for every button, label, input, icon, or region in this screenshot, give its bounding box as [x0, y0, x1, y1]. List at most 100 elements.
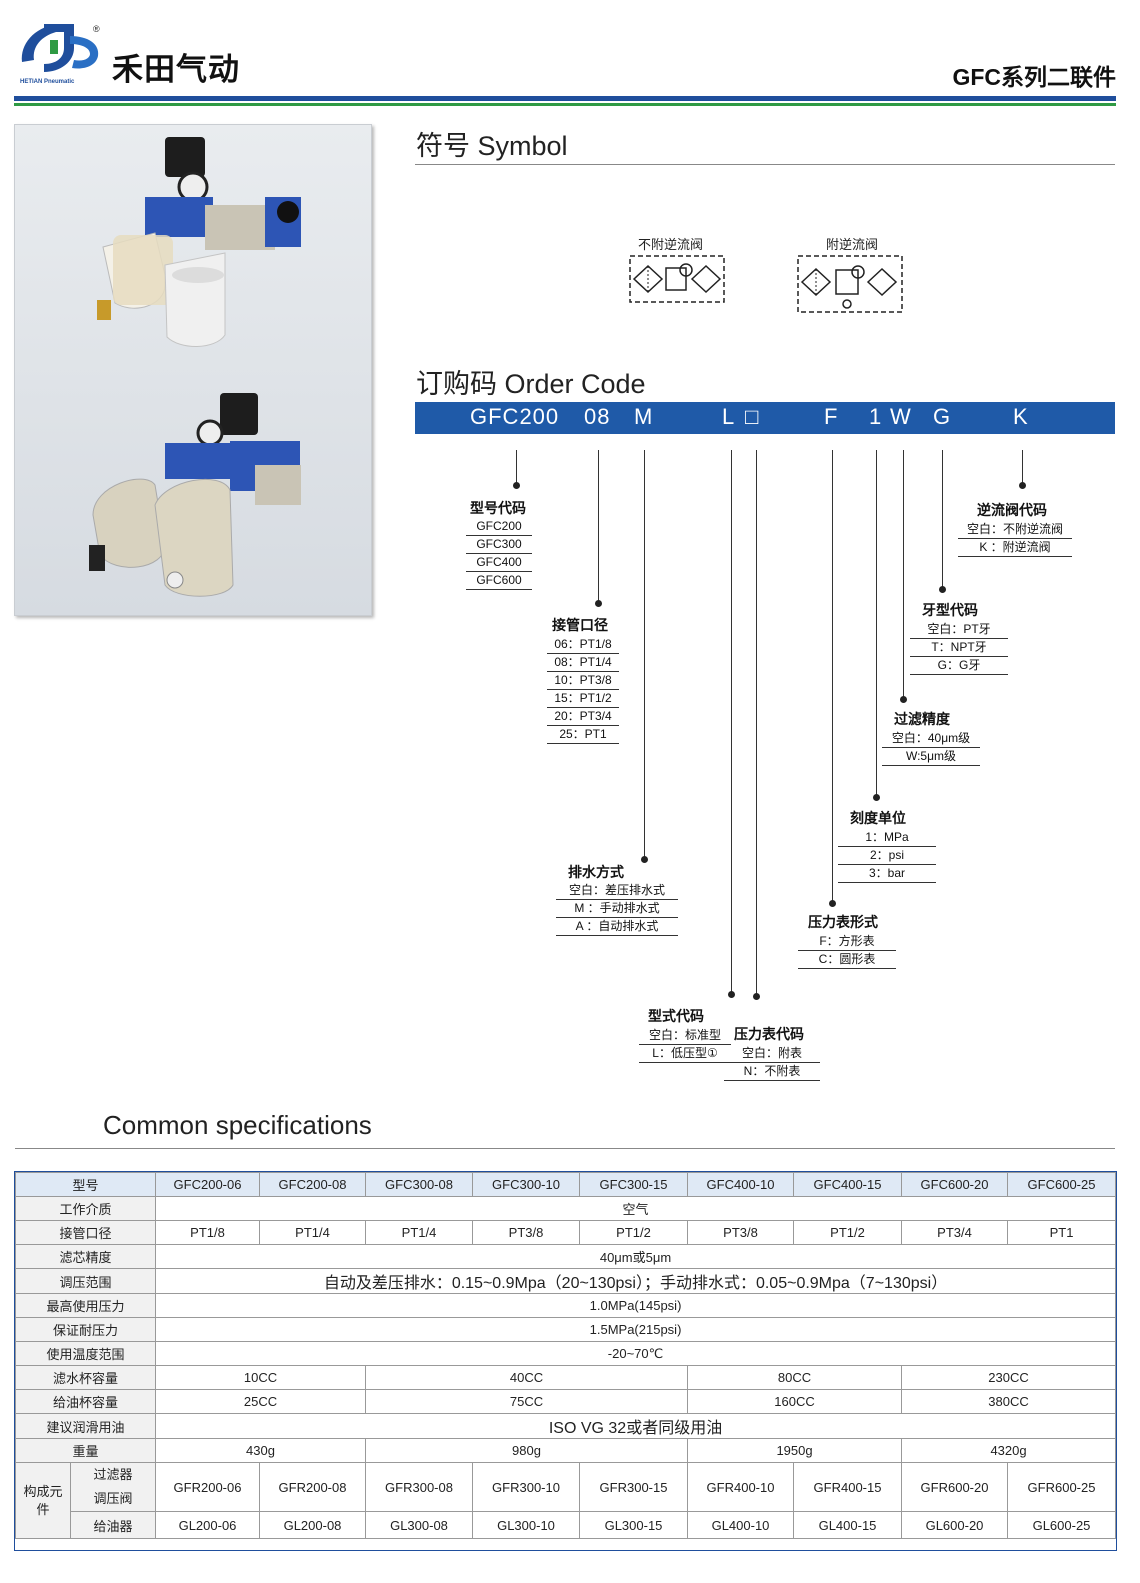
regulator-label: 调压阀 — [93, 1491, 133, 1506]
legend-row: C：圆形表 — [798, 951, 896, 969]
table-row: 调压范围 自动及差压排水：0.15~0.9Mpa（20~130psi）；手动排水… — [14, 1268, 1117, 1294]
registered-mark: ® — [93, 24, 100, 34]
spec-value: GFR300-08 — [365, 1462, 474, 1512]
spec-value: GFR200-08 — [259, 1462, 367, 1512]
leader-dot — [513, 482, 520, 489]
legend-row: 空白：附表 — [724, 1045, 820, 1063]
spec-value: PT1/2 — [793, 1220, 903, 1245]
legend-gauge-code-title: 压力表代码 — [734, 1026, 804, 1042]
spec-value: 空气 — [155, 1196, 1117, 1221]
spec-value: 1950g — [687, 1438, 903, 1463]
spec-value: GL300-15 — [579, 1511, 689, 1539]
legend-type-title: 型式代码 — [648, 1008, 704, 1024]
legend-row: 1：MPa — [838, 829, 936, 847]
row-label: 构成元件 — [15, 1462, 71, 1539]
table-row: 给油杯容量 25CC 75CC 160CC 380CC — [14, 1389, 1117, 1414]
spec-value: 10CC — [155, 1365, 367, 1390]
legend-row: M ：手动排水式 — [556, 900, 678, 918]
row-sublabel: 给油器 — [69, 1511, 157, 1539]
model-cell: GFC300-08 — [365, 1172, 474, 1197]
spec-value: PT3/4 — [901, 1220, 1009, 1245]
legend-row: 2：psi — [838, 847, 936, 865]
model-cell: GFC600-25 — [1007, 1172, 1117, 1197]
spec-value: PT3/8 — [472, 1220, 581, 1245]
table-row: 重量 430g 980g 1950g 4320g — [14, 1438, 1117, 1463]
code-filtration: W — [890, 404, 912, 429]
leader-check-valve — [1022, 450, 1023, 484]
legend-row: GFC300 — [466, 536, 532, 554]
spec-value: GL400-10 — [687, 1511, 795, 1539]
legend-thread-title: 牙型代码 — [922, 602, 978, 618]
legend-gauge-form-title: 压力表形式 — [808, 914, 878, 930]
row-label: 重量 — [14, 1438, 157, 1463]
symbol-rule — [415, 164, 1115, 165]
series-title: GFC系列二联件 — [952, 64, 1116, 90]
leader-model — [516, 450, 517, 486]
legend-row: 10：PT3/8 — [547, 672, 619, 690]
legend-port-title: 接管口径 — [552, 617, 608, 633]
legend-row: 3：bar — [838, 865, 936, 883]
leader-dot — [900, 696, 907, 703]
product-photo — [14, 124, 372, 616]
leader-drain — [644, 450, 645, 858]
legend-row: W:5μm级 — [882, 748, 980, 766]
model-cell: GFC400-10 — [687, 1172, 795, 1197]
spec-value: GL300-10 — [472, 1511, 581, 1539]
spec-value: PT1 — [1007, 1220, 1117, 1245]
leader-gauge — [756, 450, 757, 994]
legend-row: GFC600 — [466, 572, 532, 590]
spec-value: 1.5MPa(215psi) — [155, 1317, 1117, 1342]
code-check-valve: K — [1013, 404, 1029, 429]
legend-filtration-title: 过滤精度 — [894, 711, 950, 727]
order-code-bar — [415, 402, 1115, 434]
spec-value: 自动及差压排水：0.15~0.9Mpa（20~130psi）；手动排水式：0.0… — [155, 1268, 1117, 1294]
leader-dot — [753, 993, 760, 1000]
symbol-label-check: 附逆流阀 — [826, 237, 879, 252]
legend-row: T：NPT牙 — [910, 639, 1008, 657]
spec-value: 25CC — [155, 1389, 367, 1414]
spec-value: 4320g — [901, 1438, 1117, 1463]
row-sublabel: 过滤器 调压阀 — [69, 1462, 157, 1512]
code-gauge-form: F — [824, 404, 839, 429]
table-row: 建议润滑用油 ISO VG 32或者同级用油 — [14, 1413, 1117, 1439]
legend-row: G：G牙 — [910, 657, 1008, 675]
table-row: 工作介质 空气 — [14, 1196, 1117, 1221]
table-row: 使用温度范围 -20~70℃ — [14, 1341, 1117, 1366]
legend-row: 25：PT1 — [547, 726, 619, 744]
spec-value: GL600-25 — [1007, 1511, 1117, 1539]
row-label: 保证耐压力 — [14, 1317, 157, 1342]
header-rule-accent — [14, 103, 1116, 106]
table-row: 给油器 GL200-06 GL200-08 GL300-08 GL300-10 … — [16, 1511, 1117, 1539]
filter-label: 过滤器 — [93, 1467, 133, 1482]
symbol-no-check-valve — [628, 254, 726, 311]
brand-name: 禾田气动 — [112, 52, 240, 87]
row-label: 给油杯容量 — [14, 1389, 157, 1414]
spec-value: PT1/4 — [259, 1220, 367, 1245]
specs-title: Common specifications — [103, 1110, 372, 1140]
legend-row: 20：PT3/4 — [547, 708, 619, 726]
legend-scale-title: 刻度单位 — [850, 810, 906, 826]
spec-value: 75CC — [365, 1389, 689, 1414]
table-row: 滤水杯容量 10CC 40CC 80CC 230CC — [14, 1365, 1117, 1390]
product-image-clear-bowls — [97, 137, 301, 347]
code-type: L — [722, 404, 736, 429]
table-row: 最高使用压力 1.0MPa(145psi) — [14, 1293, 1117, 1318]
table-row: 构成元件 过滤器 调压阀 GFR200-06 GFR200-08 GFR300-… — [15, 1462, 1117, 1539]
row-label: 建议润滑用油 — [14, 1413, 157, 1439]
row-label: 滤水杯容量 — [14, 1365, 157, 1390]
spec-value: 160CC — [687, 1389, 903, 1414]
row-label: 型号 — [14, 1172, 157, 1197]
spec-value: GFR300-15 — [579, 1462, 689, 1512]
row-label: 最高使用压力 — [14, 1293, 157, 1318]
leader-dot — [641, 856, 648, 863]
legend-drain-title: 排水方式 — [568, 864, 624, 880]
legend-row: 08：PT1/4 — [547, 654, 619, 672]
row-label: 调压范围 — [14, 1268, 157, 1294]
spec-value: 980g — [365, 1438, 689, 1463]
row-label: 工作介质 — [14, 1196, 157, 1221]
spec-value: GFR300-10 — [472, 1462, 581, 1512]
code-model: GFC200 — [470, 404, 560, 429]
spec-value: PT3/8 — [687, 1220, 795, 1245]
model-cell: GFC300-10 — [472, 1172, 581, 1197]
model-cell: GFC200-06 — [155, 1172, 261, 1197]
